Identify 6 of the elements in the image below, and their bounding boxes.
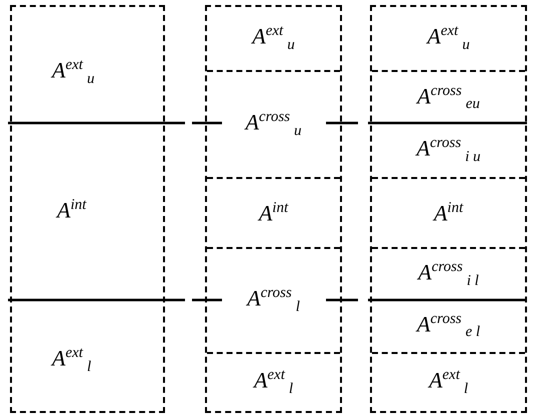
cell-label: A$^{int}$ xyxy=(434,200,464,226)
region-label: A$^{int}$ xyxy=(57,197,86,224)
column-box xyxy=(370,5,527,413)
cell-label: A$^{int}$ xyxy=(258,200,288,226)
region-box xyxy=(10,5,165,413)
column-box xyxy=(205,5,342,413)
